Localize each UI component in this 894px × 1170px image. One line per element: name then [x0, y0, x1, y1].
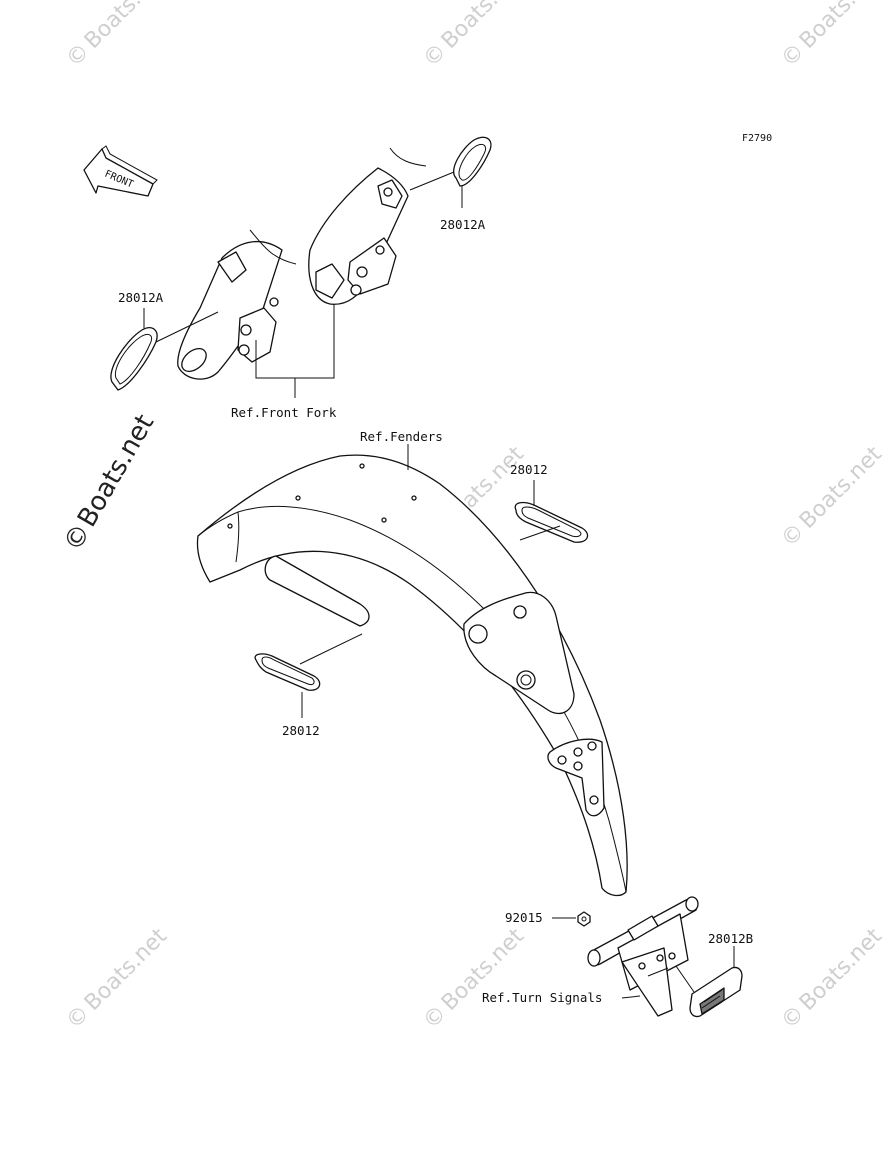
label-ref-fenders: Ref.Fenders — [360, 429, 443, 444]
watermark: ©Boats.net — [777, 0, 888, 72]
nut-92015 — [577, 911, 591, 927]
watermark: ©Boats.net — [62, 0, 173, 72]
label-nut: 92015 — [505, 910, 543, 925]
fender-reflector-left — [254, 653, 321, 691]
watermark: ©Boats.net — [777, 442, 888, 553]
svg-text:Boats.net: Boats.net — [80, 0, 172, 54]
svg-text:Boats.net: Boats.net — [80, 924, 172, 1016]
svg-text:Boats.net: Boats.net — [795, 442, 887, 534]
svg-text:Boats.net: Boats.net — [795, 0, 887, 54]
fork-reflector-left — [110, 327, 158, 391]
label-ref-turn-signals: Ref.Turn Signals — [482, 990, 602, 1005]
label-rear-reflector: 28012B — [708, 931, 753, 946]
svg-text:Boats.net: Boats.net — [437, 0, 529, 54]
fender-reflector-right — [514, 501, 589, 543]
leader-turn-signals — [621, 995, 641, 999]
svg-text:Boats.net: Boats.net — [72, 410, 160, 533]
fork-reflector-right — [453, 136, 492, 187]
leader-fender-left-to-part — [299, 633, 363, 665]
front-direction-arrow: FRONT — [83, 145, 158, 197]
label-fork-right-reflector: 28012A — [440, 217, 486, 232]
side-watermark: © Boats.net — [58, 410, 160, 557]
label-ref-front-fork: Ref.Front Fork — [231, 405, 337, 420]
license-bracket — [587, 896, 699, 1017]
watermark: ©Boats.net — [62, 924, 173, 1035]
leader-fork-left-to-part — [155, 311, 219, 343]
figure-code: F2790 — [742, 133, 772, 144]
rear-fender — [196, 454, 628, 897]
front-fork-right — [308, 147, 427, 305]
leader-fork-right-to-part — [409, 171, 455, 191]
leader-rear-reflector-to-part — [675, 965, 695, 993]
label-fork-left-reflector: 28012A — [118, 290, 164, 305]
label-fender-left-reflector: 28012 — [282, 723, 320, 738]
front-fork-left — [177, 229, 297, 380]
label-fender-right-reflector: 28012 — [510, 462, 548, 477]
svg-text:Boats.net: Boats.net — [795, 924, 887, 1016]
watermark: ©Boats.net — [419, 0, 530, 72]
watermark: ©Boats.net — [777, 924, 888, 1035]
leader-fender-right-to-part — [519, 525, 561, 541]
rear-reflector — [689, 966, 743, 1018]
watermark: ©Boats.net — [419, 924, 530, 1035]
